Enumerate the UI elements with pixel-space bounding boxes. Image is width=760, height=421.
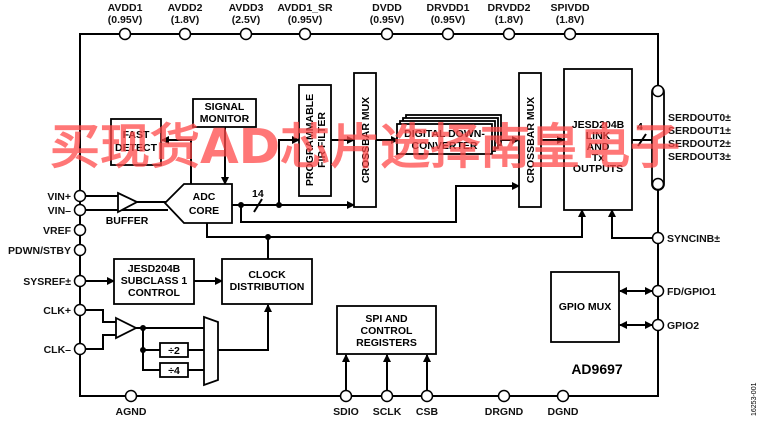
pin-clk-minus: CLK– [44,344,72,356]
svg-text:FIR FILTER: FIR FILTER [316,112,328,168]
svg-text:(1.8V): (1.8V) [495,14,524,26]
pin-drvdd2: DRVDD2 [488,2,531,14]
svg-text:BUFFER: BUFFER [106,215,149,227]
pin-agnd: AGND [116,406,147,418]
pin-serdout1: SERDOUT1± [668,125,731,137]
svg-text:(0.95V): (0.95V) [370,14,404,26]
serdes-lane-count: 4 [637,121,643,133]
jesd-subclass-control-block: JESD204B SUBCLASS 1 CONTROL [113,258,195,305]
clock-distribution-block: CLOCK DISTRIBUTION [221,258,313,305]
svg-text:(1.8V): (1.8V) [171,14,200,26]
svg-text:SUBCLASS 1: SUBCLASS 1 [121,275,188,287]
svg-text:DISTRIBUTION: DISTRIBUTION [230,281,305,293]
pin-fd-gpio1: FD/GPIO1 [667,286,716,298]
svg-text:MONITOR: MONITOR [200,113,250,125]
pin-clk-plus: CLK+ [43,305,71,317]
ddc-block: DIGITAL DOWN- CONVERTER [396,114,502,155]
pin-vin-minus: VIN– [48,205,72,217]
pin-csb: CSB [416,406,439,418]
svg-text:DETECT: DETECT [115,142,158,154]
svg-text:CONTROL: CONTROL [361,325,413,337]
svg-text:SPI AND: SPI AND [365,313,408,325]
pin-avdd1: AVDD1 [108,2,143,14]
divide-by-2-block: ÷2 [159,342,189,358]
clock-mux [203,315,219,387]
pin-pdwn-stby: PDWN/STBY [8,245,71,257]
pin-drgnd: DRGND [485,406,524,418]
fast-detect-block: FAST DETECT [110,118,162,166]
svg-text:OUTPUTS: OUTPUTS [573,163,623,175]
svg-text:CONVERTER: CONVERTER [412,140,478,152]
svg-text:(0.95V): (0.95V) [108,14,142,26]
svg-text:PROGRAMMABLE: PROGRAMMABLE [304,94,316,186]
pin-vin-plus: VIN+ [47,191,71,203]
svg-text:CROSSBAR MUX: CROSSBAR MUX [525,97,537,183]
chip-name: AD9697 [571,361,623,377]
input-buffer: BUFFER [106,191,149,227]
pin-avdd2: AVDD2 [168,2,203,14]
spi-control-registers-block: SPI AND CONTROL REGISTERS [336,305,437,355]
signal-wires [86,127,653,397]
svg-text:(0.95V): (0.95V) [288,14,322,26]
svg-text:JESD204B: JESD204B [128,263,181,275]
divide-by-4-block: ÷4 [159,362,189,378]
svg-text:CONTROL: CONTROL [128,287,180,299]
svg-text:SIGNAL: SIGNAL [205,101,245,113]
crossbar-mux-1: CROSSBAR MUX [353,72,377,208]
adc-core-block: ADC CORE [163,183,233,224]
pin-serdout2: SERDOUT2± [668,138,731,150]
svg-text:LINK: LINK [586,130,611,142]
gpio-mux-block: GPIO MUX [550,271,620,343]
svg-text:FAST: FAST [123,129,150,141]
svg-text:Tx: Tx [592,152,604,164]
crossbar-mux-2: CROSSBAR MUX [518,72,542,208]
svg-text:REGISTERS: REGISTERS [356,337,417,349]
svg-text:(2.5V): (2.5V) [232,14,261,26]
pin-avdd1-sr: AVDD1_SR [277,2,333,14]
pin-serdout0: SERDOUT0± [668,112,731,124]
svg-text:CORE: CORE [189,205,219,217]
svg-text:JESD204B: JESD204B [572,119,625,131]
pin-vref: VREF [43,225,72,237]
pin-sclk: SCLK [373,406,402,418]
pin-spivdd: SPIVDD [550,2,590,14]
pin-gpio2: GPIO2 [667,320,699,332]
pin-avdd3: AVDD3 [229,2,264,14]
adc-bus-width: 14 [252,188,264,200]
pin-dgnd: DGND [548,406,579,418]
svg-text:DIGITAL DOWN-: DIGITAL DOWN- [404,128,485,140]
jesd204b-link-block: JESD204B LINK AND Tx OUTPUTS [563,68,633,211]
svg-text:÷4: ÷4 [168,365,180,377]
svg-text:CROSSBAR MUX: CROSSBAR MUX [360,97,372,183]
svg-text:ADC: ADC [193,191,216,203]
svg-text:CLOCK: CLOCK [248,269,286,281]
svg-text:(0.95V): (0.95V) [431,14,465,26]
watermark: 买现货AD芯片选择南皇电子 [50,119,680,175]
pin-sdio: SDIO [333,406,359,418]
pin-syncinb: SYNCINB± [667,233,720,245]
svg-text:GPIO MUX: GPIO MUX [559,301,612,313]
pin-serdout3: SERDOUT3± [668,151,731,163]
fir-filter-block: PROGRAMMABLE FIR FILTER [298,84,332,197]
pin-drvdd1: DRVDD1 [427,2,470,14]
left-pins: VIN+ VIN– VREF PDWN/STBY SYSREF± CLK+ CL… [8,189,87,356]
bottom-pins: AGND SDIO SCLK CSB DRGND DGND [116,389,579,418]
top-pins: AVDD1 (0.95V) AVDD2 (1.8V) AVDD3 (2.5V) … [108,2,590,41]
pin-sysref: SYSREF± [23,276,71,288]
right-pins: SERDOUT0± SERDOUT1± SERDOUT2± SERDOUT3± … [651,84,731,332]
signal-monitor-block: SIGNAL MONITOR [192,98,257,128]
clock-input-buffer [115,316,139,340]
svg-text:÷2: ÷2 [168,345,180,357]
svg-text:AND: AND [587,141,610,153]
svg-text:(1.8V): (1.8V) [556,14,585,26]
pin-dvdd: DVDD [372,2,402,14]
figure-id: 16253-001 [751,382,758,416]
